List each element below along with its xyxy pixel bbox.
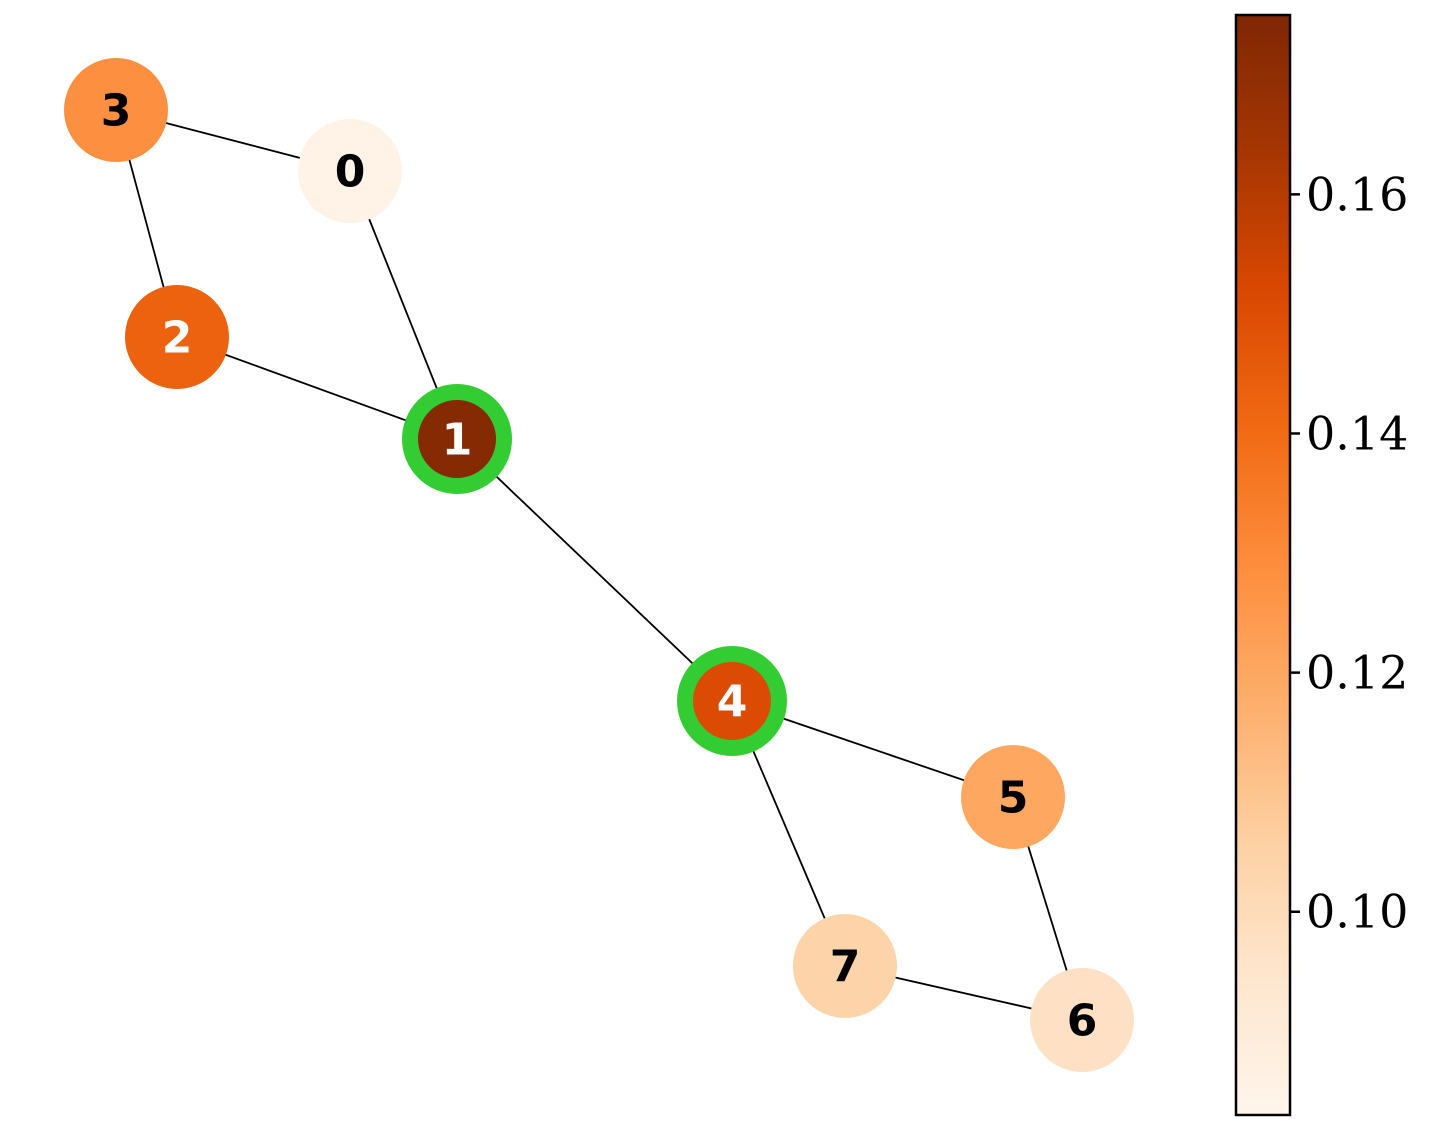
colorbar-ticks: 0.10 0.12 0.14 0.16 [1290,167,1408,939]
node-circle [402,384,512,494]
node-label: 5 [998,773,1029,824]
node-label: 4 [717,677,748,728]
colorbar-tick-label: 0.16 [1306,167,1408,221]
node-layer: 0 1 2 3 4 5 6 7 [64,58,1134,1072]
node-label: 1 [442,415,473,466]
node-6[interactable]: 6 [1030,968,1134,1072]
node-0[interactable]: 0 [298,119,402,223]
node-label: 0 [335,147,366,198]
node-circle [1030,968,1134,1072]
node-circle [64,58,168,162]
colorbar-tick-label: 0.12 [1306,646,1408,700]
node-circle [677,646,787,756]
colorbar-gradient [1234,13,1292,1117]
node-7[interactable]: 7 [793,914,897,1018]
node-1[interactable]: 1 [402,384,512,494]
node-label: 6 [1067,996,1098,1047]
node-label: 3 [101,86,132,137]
node-label: 7 [830,942,861,993]
node-circle [793,914,897,1018]
node-circle [961,745,1065,849]
node-5[interactable]: 5 [961,745,1065,849]
colorbar: 0.10 0.12 0.14 0.16 [1234,13,1408,1117]
node-circle [125,285,229,389]
node-2[interactable]: 2 [125,285,229,389]
edge-layer [115,109,1083,1021]
node-circle [298,119,402,223]
node-4[interactable]: 4 [677,646,787,756]
colorbar-tick-label: 0.10 [1306,885,1408,939]
edge-1-4 [456,438,733,702]
colorbar-tick-label: 0.14 [1306,406,1408,460]
node-3[interactable]: 3 [64,58,168,162]
node-label: 2 [162,313,193,364]
